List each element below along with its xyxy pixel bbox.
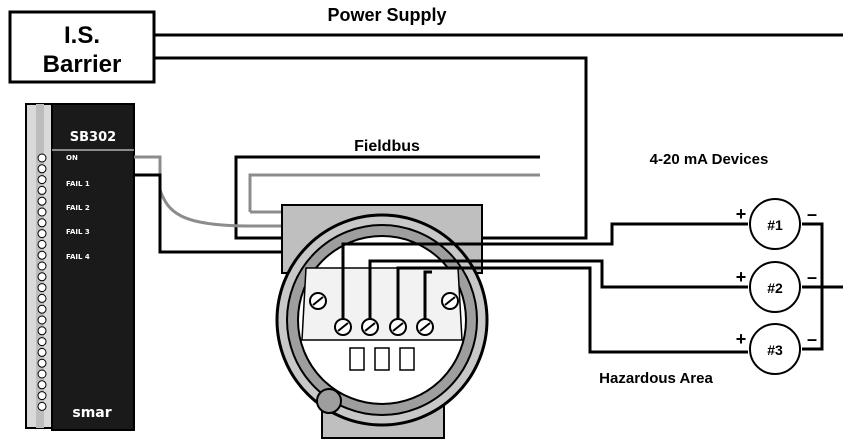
module-led-dot [37, 401, 47, 411]
screw-slot [392, 322, 404, 332]
device-circle [749, 323, 801, 375]
module-led-dot [37, 196, 47, 206]
module-led-dot [37, 293, 47, 303]
module-led-dot [37, 304, 47, 314]
barrier-label-line2: Barrier [43, 51, 122, 78]
power-supply-label: Power Supply [327, 5, 446, 25]
module-led-dot [37, 207, 47, 217]
module-brand: smar [72, 405, 111, 421]
screw-slot [364, 322, 376, 332]
device-minus: – [807, 329, 817, 349]
module-led-dot [37, 153, 47, 163]
device-circle [749, 261, 801, 313]
device-2: #2 + – [736, 261, 817, 313]
module-led-dot [37, 185, 47, 195]
module-led-dot [37, 261, 47, 271]
device-label: #3 [767, 342, 783, 358]
device-plus: + [736, 329, 747, 349]
module-led-dot [37, 337, 47, 347]
module-led-dot [37, 358, 47, 368]
module-led-dot [37, 315, 47, 325]
module-led-dot [37, 164, 47, 174]
hazardous-area-label: Hazardous Area [599, 370, 713, 387]
module-led-dot [37, 326, 47, 336]
led-label-on: ON [66, 154, 78, 162]
device-3: #3 + – [736, 323, 817, 375]
devices-title: 4-20 mA Devices [650, 151, 769, 168]
led-label-fail2: FAIL 2 [66, 204, 90, 212]
module-led-dot [37, 218, 47, 228]
screw-slot [444, 296, 456, 306]
barrier-label-line1: I.S. [64, 22, 100, 49]
module-led-dot [37, 229, 47, 239]
device-1: #1 + – [736, 198, 817, 250]
module-led-dot [37, 380, 47, 390]
device-minus: – [807, 267, 817, 287]
screw-slot [337, 322, 349, 332]
screw-slot [419, 322, 431, 332]
module-led-dot [37, 175, 47, 185]
module-led-dot [37, 391, 47, 401]
device-label: #2 [767, 280, 783, 296]
device-plus: + [736, 204, 747, 224]
led-label-fail4: FAIL 4 [66, 253, 90, 261]
led-label-fail1: FAIL 1 [66, 180, 90, 188]
device-plus: + [736, 267, 747, 287]
module-led-dot [37, 347, 47, 357]
device-minus: – [807, 204, 817, 224]
sb302-module: SB302 ON FAIL 1 FAIL 2 FAIL 3 FAIL 4 sma… [25, 103, 135, 431]
led-label-fail3: FAIL 3 [66, 228, 90, 236]
device-group: #1 + – #2 + – #3 + – [736, 198, 817, 375]
device-wires [341, 222, 843, 354]
device-circle [749, 198, 801, 250]
module-led-dot [37, 272, 47, 282]
device-label: #1 [767, 217, 783, 233]
transmitter-housing [275, 204, 489, 439]
module-led-column [37, 153, 47, 411]
is-barrier: I.S. Barrier [8, 10, 156, 84]
fieldbus-label: Fieldbus [354, 138, 420, 155]
screw-slot [312, 296, 324, 306]
module-led-dot [37, 239, 47, 249]
module-model: SB302 [70, 130, 116, 145]
module-led-dot [37, 250, 47, 260]
module-led-dot [37, 283, 47, 293]
terminal-screws [309, 292, 459, 336]
module-led-dot [37, 369, 47, 379]
